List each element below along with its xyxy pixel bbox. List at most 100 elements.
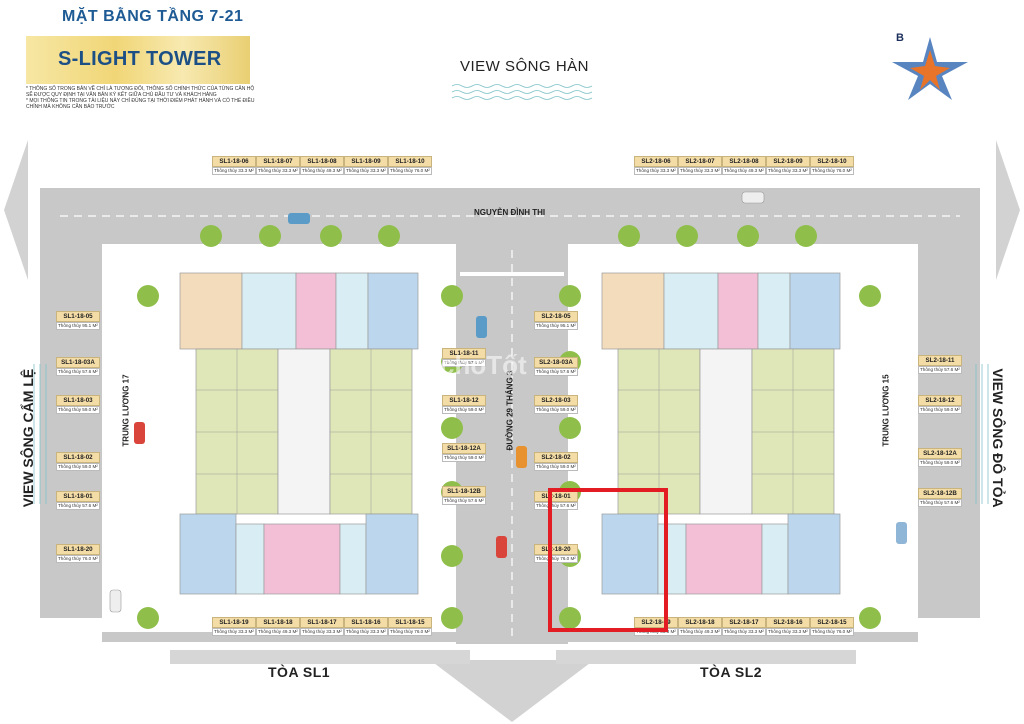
water-waves-sides xyxy=(33,364,989,504)
unit-area: Thông thủy 57.6 M² xyxy=(534,368,578,376)
unit-code: SL1-18-10 xyxy=(388,156,432,167)
unit-code: SL2-18-08 xyxy=(722,156,766,167)
bottom-bar-right xyxy=(556,650,856,664)
unit-area: Thông thủy 57.6 M² xyxy=(534,502,578,510)
star-logo-icon xyxy=(892,37,968,100)
logo-letter: B xyxy=(896,32,904,44)
unit-code: SL1-18-07 xyxy=(256,156,300,167)
unit-area: Thông thủy 49.3 M² xyxy=(678,628,722,636)
unit-code: SL1-18-02 xyxy=(56,452,100,463)
cars xyxy=(109,191,907,613)
road-middle-label: ĐƯỜNG 29 THÁNG 3 xyxy=(505,370,515,451)
unit-code: SL2-18-03A xyxy=(534,357,578,368)
unit-area: Thông thủy 33.3 M² xyxy=(344,167,388,175)
unit-area: Thông thủy 59.0 M² xyxy=(918,406,962,414)
unit-area: Thông thủy 59.0 M² xyxy=(442,406,486,414)
unit-area: Thông thủy 49.3 M² xyxy=(256,628,300,636)
unit-area: Thông thủy 59.0 M² xyxy=(442,454,486,462)
unit-area: Thông thủy 76.0 M² xyxy=(388,628,432,636)
road-bottom-right xyxy=(568,632,918,642)
unit-code: SL2-18-03 xyxy=(534,395,578,406)
water-waves-top xyxy=(451,84,593,100)
unit-area: Thông thủy 49.3 M² xyxy=(722,167,766,175)
project-banner: S-LIGHT TOWER xyxy=(26,36,250,84)
road-left-label: TRUNG LƯƠNG 17 xyxy=(121,374,131,447)
unit-code: SL2-18-09 xyxy=(766,156,810,167)
unit-area: Thông thủy 59.0 M² xyxy=(56,463,100,471)
unit-area: Thông thủy 33.3 M² xyxy=(300,628,344,636)
unit-area: Thông thủy 95.1 M² xyxy=(56,322,100,330)
unit-code: SL1-18-03A xyxy=(56,357,100,368)
arrow-left-icon xyxy=(4,140,28,280)
unit-code: SL1-18-15 xyxy=(388,617,432,628)
highlight-box xyxy=(548,488,668,632)
unit-code: SL2-18-16 xyxy=(766,617,810,628)
unit-code: SL2-18-15 xyxy=(810,617,854,628)
unit-area: Thông thủy 59.0 M² xyxy=(56,406,100,414)
unit-area: Thông thủy 33.3 M² xyxy=(722,628,766,636)
trees xyxy=(137,225,881,629)
unit-code: SL2-18-18 xyxy=(678,617,722,628)
brand-logo: B xyxy=(890,32,970,102)
unit-code: SL1-18-16 xyxy=(344,617,388,628)
unit-code: SL1-18-17 xyxy=(300,617,344,628)
view-right-label: VIEW SÔNG ĐÔ TỎA xyxy=(990,368,1006,508)
floor-title: MẶT BẰNG TẦNG 7-21 xyxy=(62,8,244,25)
unit-code: SL1-18-18 xyxy=(256,617,300,628)
unit-area: Thông thủy 33.3 M² xyxy=(634,167,678,175)
unit-area: Thông thủy 33.3 M² xyxy=(766,167,810,175)
unit-area: Thông thủy 57.6 M² xyxy=(442,359,486,367)
unit-code: SL1-18-12A xyxy=(442,443,486,454)
unit-area: Thông thủy 33.3 M² xyxy=(766,628,810,636)
unit-area: Thông thủy 59.0 M² xyxy=(534,406,578,414)
unit-code: SL1-18-19 xyxy=(212,617,256,628)
unit-code: SL2-18-10 xyxy=(810,156,854,167)
unit-area: Thông thủy 33.3 M² xyxy=(678,167,722,175)
tower-sl1-label: TÒA SL1 xyxy=(268,664,331,680)
unit-area: Thông thủy 95.1 M² xyxy=(534,322,578,330)
unit-code: SL1-18-12 xyxy=(442,395,486,406)
unit-area: Thông thủy 76.0 M² xyxy=(56,555,100,563)
road-top-label: NGUYỄN ĐÌNH THI xyxy=(474,208,546,217)
room-dividers xyxy=(196,349,834,514)
unit-code: SL2-18-05 xyxy=(534,311,578,322)
arrow-down-icon xyxy=(430,660,594,722)
unit-area: Thông thủy 57.6 M² xyxy=(918,366,962,374)
unit-area: Thông thủy 59.0 M² xyxy=(918,459,962,467)
project-name: S-LIGHT TOWER xyxy=(58,48,222,70)
unit-area: Thông thủy 33.3 M² xyxy=(344,628,388,636)
unit-area: Thông thủy 33.3 M² xyxy=(256,167,300,175)
view-top-label: VIEW SÔNG HÀN xyxy=(460,58,590,75)
unit-code: SL2-18-12A xyxy=(918,448,962,459)
unit-area: Thông thủy 76.0 M² xyxy=(534,555,578,563)
unit-area: Thông thủy 33.3 M² xyxy=(212,167,256,175)
tower-sl2-label: TÒA SL2 xyxy=(700,664,763,680)
unit-code: SL1-18-08 xyxy=(300,156,344,167)
unit-code: SL1-18-05 xyxy=(56,311,100,322)
